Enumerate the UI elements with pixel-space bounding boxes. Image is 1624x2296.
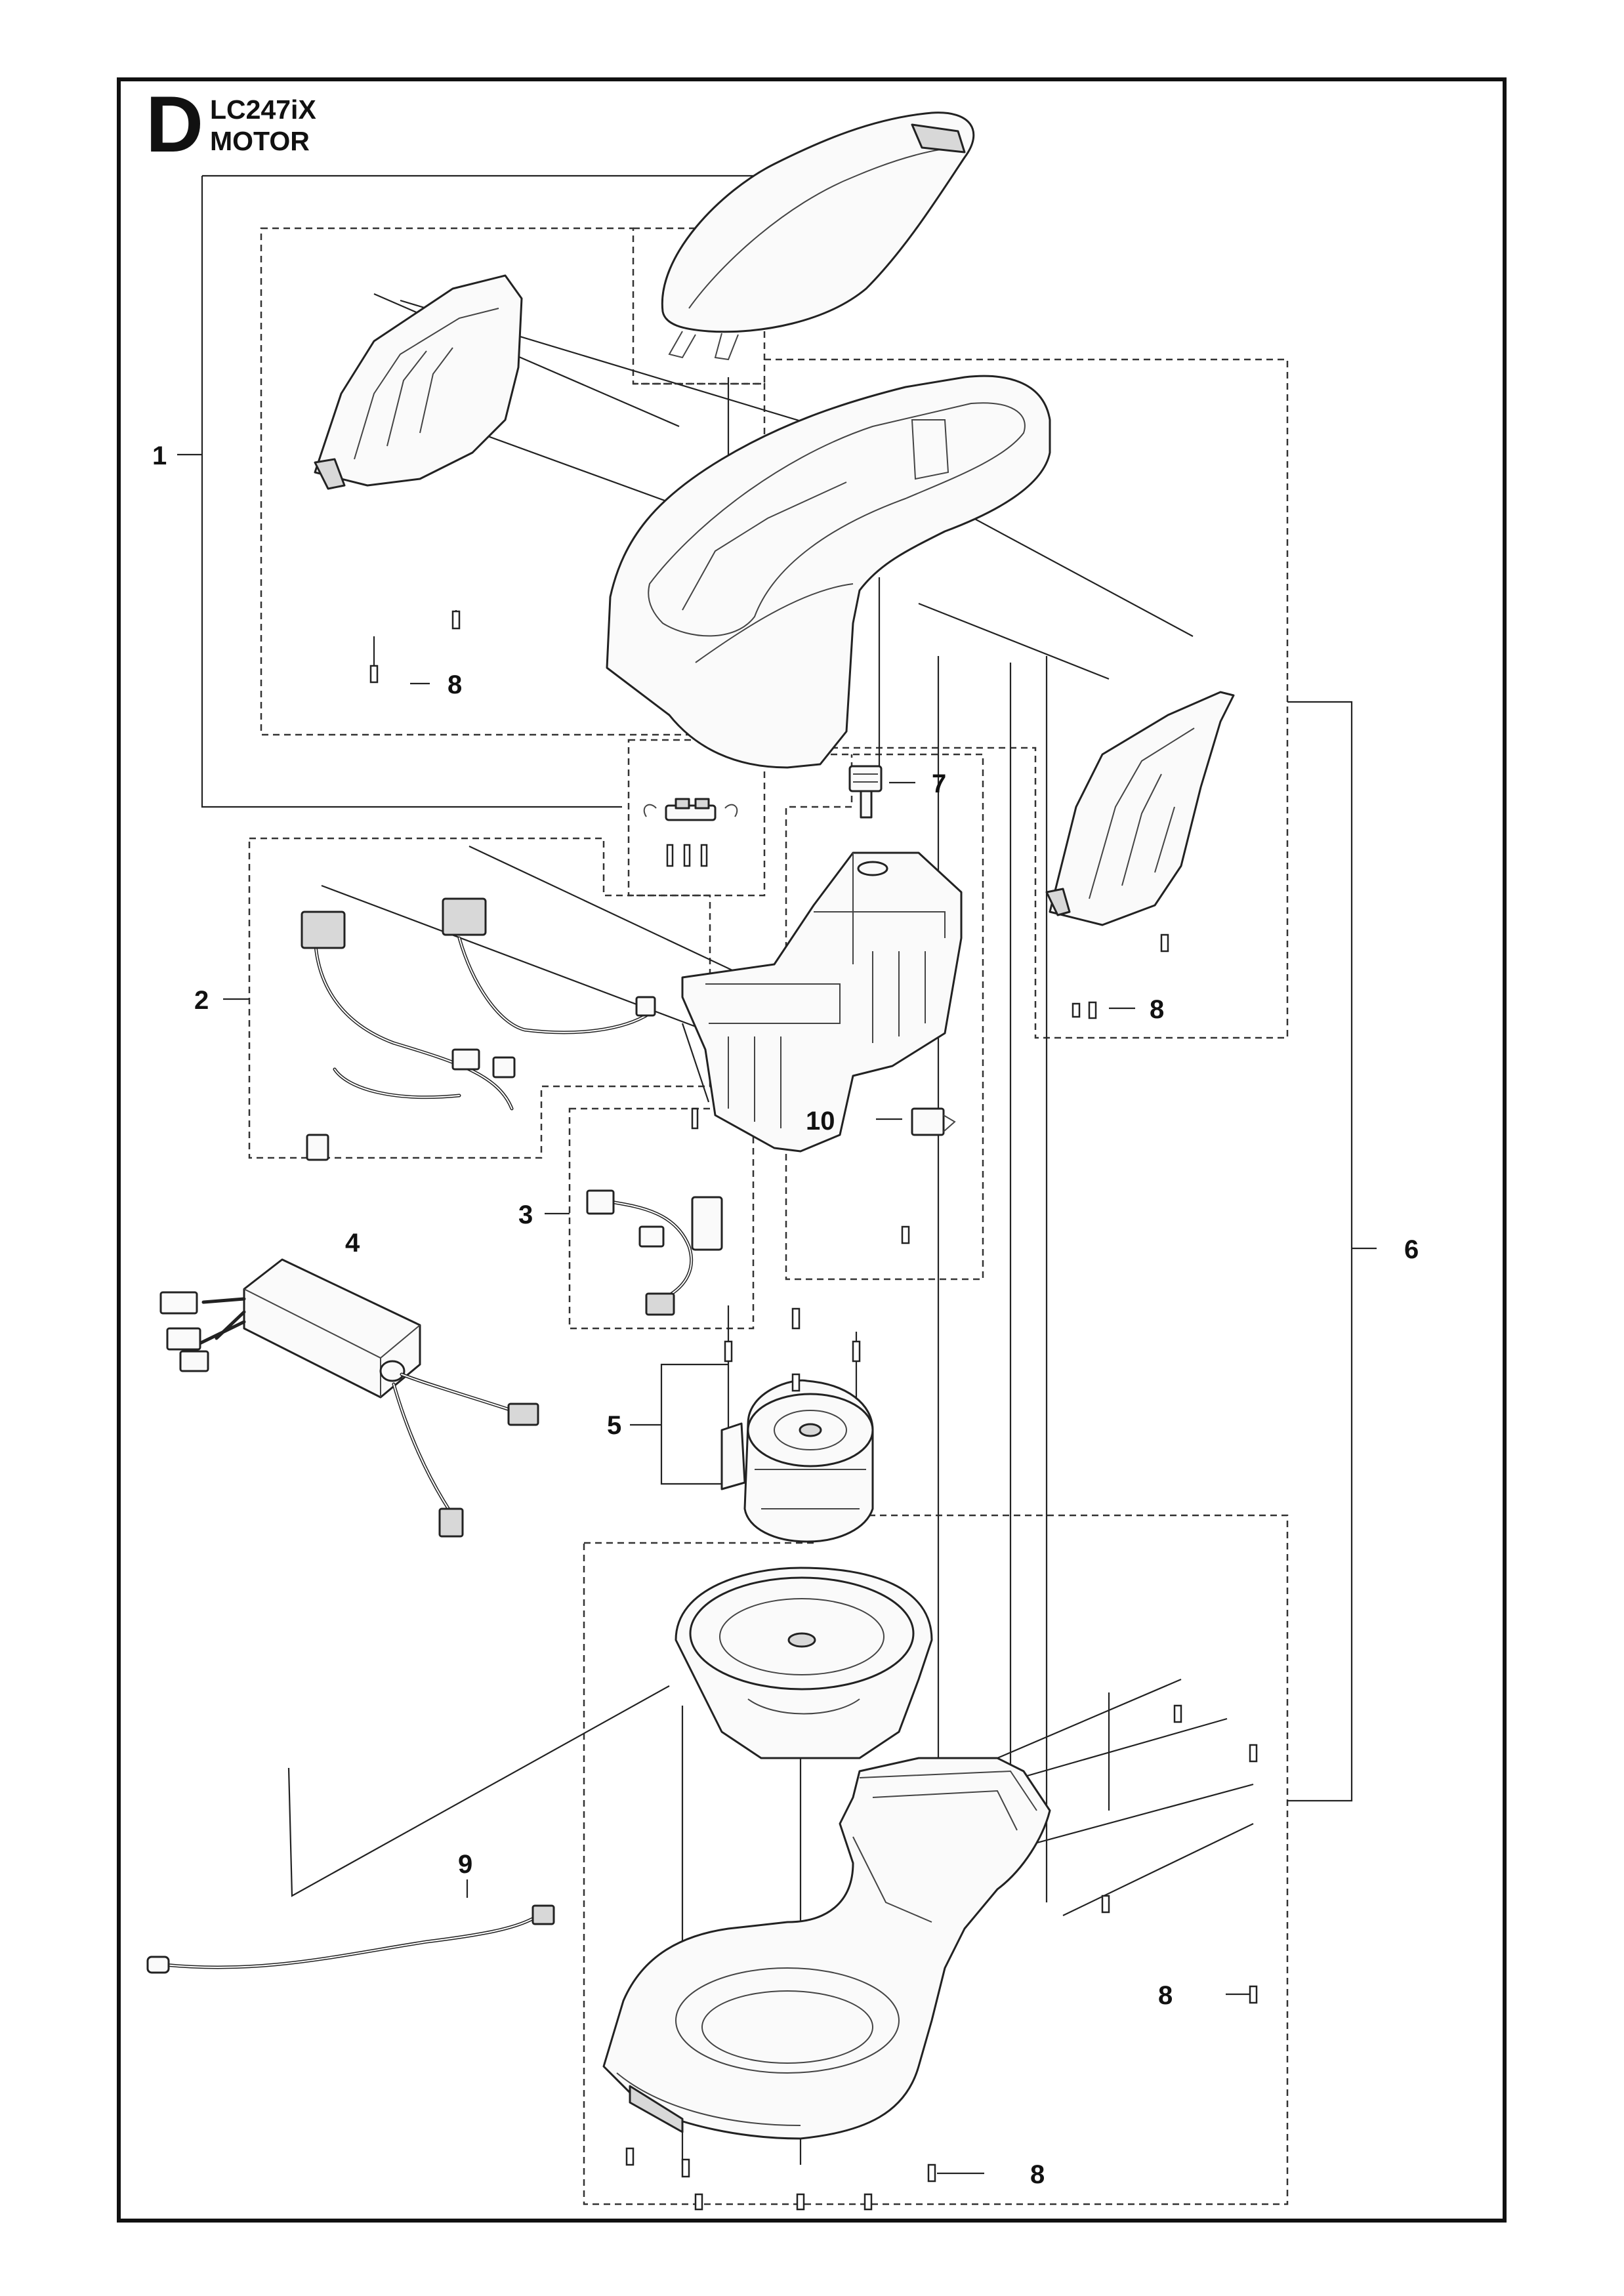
section-title: MOTOR <box>210 126 310 156</box>
motor-mount <box>675 1567 933 1759</box>
callout-8-left-panel: 8 <box>448 670 462 699</box>
callout-2: 2 <box>194 986 209 1015</box>
leader-lines <box>177 174 1377 2175</box>
group-box-top-cover <box>633 227 766 385</box>
motor-5 <box>720 1379 874 1543</box>
group-box-battery-housing <box>785 753 984 1281</box>
callout-6: 6 <box>1404 1235 1419 1264</box>
controller-box-4 <box>159 1258 539 1538</box>
callout-9: 9 <box>458 1850 472 1879</box>
small-harness-3 <box>586 1189 723 1316</box>
bracket-1 <box>201 176 622 808</box>
callout-4: 4 <box>345 1229 360 1258</box>
diagram-frame <box>117 77 1507 2223</box>
lower-housing <box>602 1757 1051 2140</box>
screws-8 <box>369 610 1258 2211</box>
bracket-6 <box>1287 701 1353 1802</box>
side-panel-left <box>314 274 523 490</box>
group-box-lower-housing <box>583 1514 1289 2205</box>
callout-3: 3 <box>518 1200 533 1229</box>
battery-housing <box>681 851 963 1153</box>
connector-7 <box>848 765 883 819</box>
part-10-bracket <box>911 1107 956 1136</box>
section-letter: D <box>146 79 204 169</box>
callout-8-bottom: 8 <box>1030 2160 1045 2189</box>
callout-7: 7 <box>932 769 946 798</box>
callout-1: 1 <box>152 441 167 470</box>
switch-assembly <box>643 798 738 821</box>
callout-8-right-panel: 8 <box>1150 995 1164 1024</box>
battery-lid <box>661 112 975 361</box>
callout-labels: 1 2 3 4 5 6 7 8 8 8 8 9 10 <box>152 441 1419 2189</box>
side-panel-right <box>1045 691 1235 926</box>
group-box-side-panel-right <box>764 358 1289 1039</box>
model-title: LC247iX <box>210 94 316 125</box>
callout-5: 5 <box>607 1411 621 1440</box>
wiring-harness-2 <box>301 897 656 1161</box>
cable-9 <box>146 1904 555 1974</box>
group-box-small-harness <box>568 1107 755 1330</box>
callout-8-lower-right: 8 <box>1158 1981 1173 2010</box>
top-housing <box>606 375 1051 769</box>
callout-10: 10 <box>806 1107 835 1136</box>
